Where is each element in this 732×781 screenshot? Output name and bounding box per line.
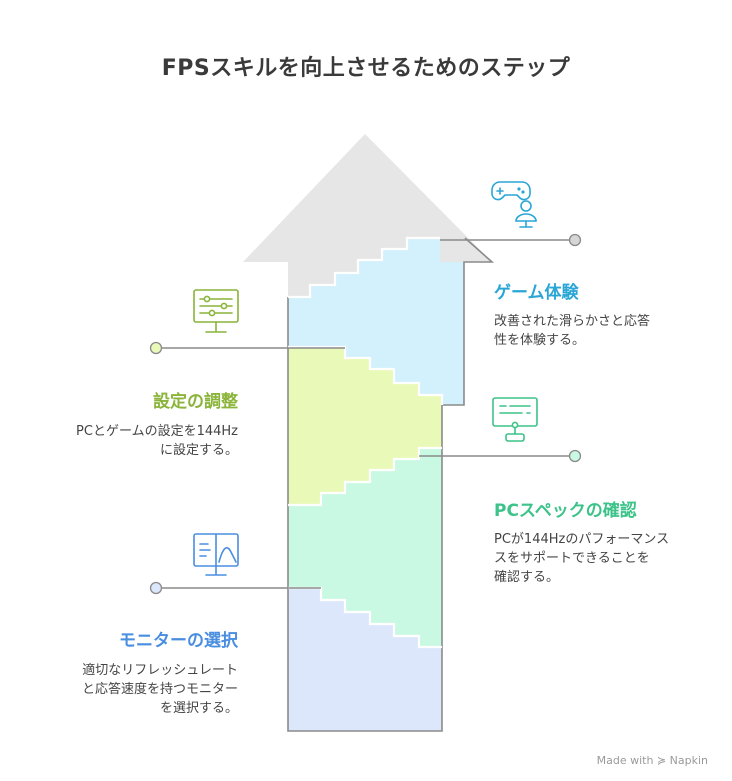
- connector-dot-game: [568, 233, 582, 247]
- stair-edge-3: [288, 446, 442, 507]
- connector-dot-pc: [568, 449, 582, 463]
- band-settings: [288, 347, 442, 505]
- step-desc-settings: PCとゲームの設定を144Hz に設定する。: [76, 424, 238, 458]
- step-title-monitor: モニターの選択: [119, 631, 238, 651]
- step-desc-pc: PCが144Hzのパフォーマンス スをサポートできることを 確認する。: [494, 532, 670, 585]
- connector-dot-monitor: [149, 581, 163, 595]
- monitor-settings-icon: [193, 289, 239, 333]
- stair-edge-2: [288, 345, 444, 405]
- connector-dot-settings: [149, 341, 163, 355]
- band-monitor: [288, 588, 442, 731]
- step-title-game: ゲーム体験: [494, 283, 579, 303]
- gamer-icon: [491, 181, 537, 228]
- step-title-pc: PCスペックの確認: [494, 501, 637, 521]
- band-pc: [288, 448, 442, 647]
- arrow-head: [243, 134, 492, 297]
- stair-edge-1: [288, 236, 440, 299]
- computer-check-icon: [492, 397, 538, 442]
- monitor-chart-icon: [193, 533, 239, 576]
- arrow-outline: [287, 237, 495, 732]
- page-title: FPSスキルを向上させるためのステップ: [161, 56, 571, 81]
- step-title-settings: 設定の調整: [153, 392, 238, 412]
- step-desc-game: 改善された滑らかさと応答 性を体験する。: [494, 314, 651, 348]
- napkin-watermark: Made with ≽ Napkin: [596, 754, 708, 767]
- step-desc-monitor: 適切なリフレッシュレート と応答速度を持つモニター を選択する。: [81, 663, 238, 716]
- band-game: [288, 238, 464, 405]
- stair-edge-4: [288, 586, 442, 649]
